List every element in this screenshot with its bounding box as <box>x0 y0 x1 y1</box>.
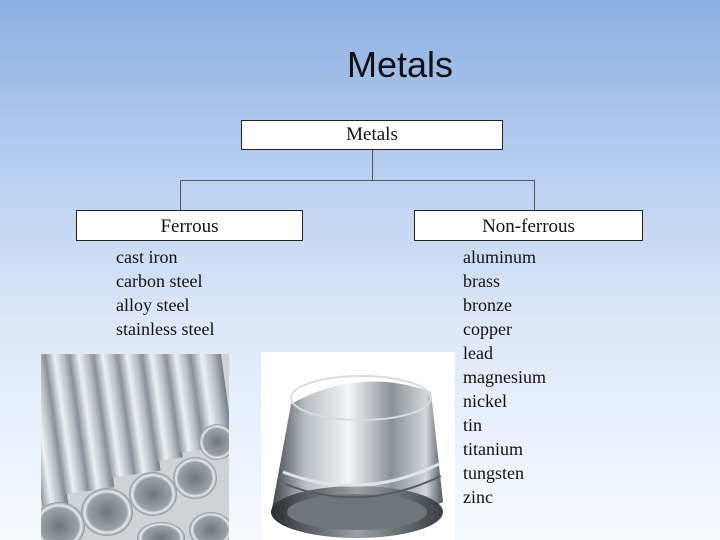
steel-pipes-image <box>41 354 229 540</box>
connector-right-down <box>534 180 535 210</box>
list-item: tungsten <box>463 463 524 483</box>
list-item: cast iron <box>116 247 178 267</box>
metal-ring-image <box>261 352 455 540</box>
connector-root-down <box>372 150 373 180</box>
list-item: lead <box>463 343 493 363</box>
ferrous-list: cast iron carbon steel alloy steel stain… <box>116 245 214 341</box>
list-item: zinc <box>463 487 493 507</box>
steel-pipes-photo <box>41 354 229 540</box>
list-item: alloy steel <box>116 295 190 315</box>
list-item: magnesium <box>463 367 546 387</box>
connector-horizontal <box>180 180 535 181</box>
list-item: carbon steel <box>116 271 203 291</box>
list-item: copper <box>463 319 512 339</box>
list-item: nickel <box>463 391 507 411</box>
node-ferrous: Ferrous <box>76 210 303 241</box>
metal-bearing-photo <box>261 352 455 540</box>
list-item: stainless steel <box>116 319 215 339</box>
list-item: titanium <box>463 439 523 459</box>
non-ferrous-list: aluminum brass bronze copper lead magnes… <box>463 245 546 509</box>
list-item: brass <box>463 271 500 291</box>
connector-left-down <box>180 180 181 210</box>
list-item: bronze <box>463 295 512 315</box>
list-item: aluminum <box>463 247 536 267</box>
slide-title: Metals <box>346 44 454 85</box>
node-non-ferrous: Non-ferrous <box>414 210 643 241</box>
root-node-metals: Metals <box>241 120 503 150</box>
list-item: tin <box>463 415 483 435</box>
